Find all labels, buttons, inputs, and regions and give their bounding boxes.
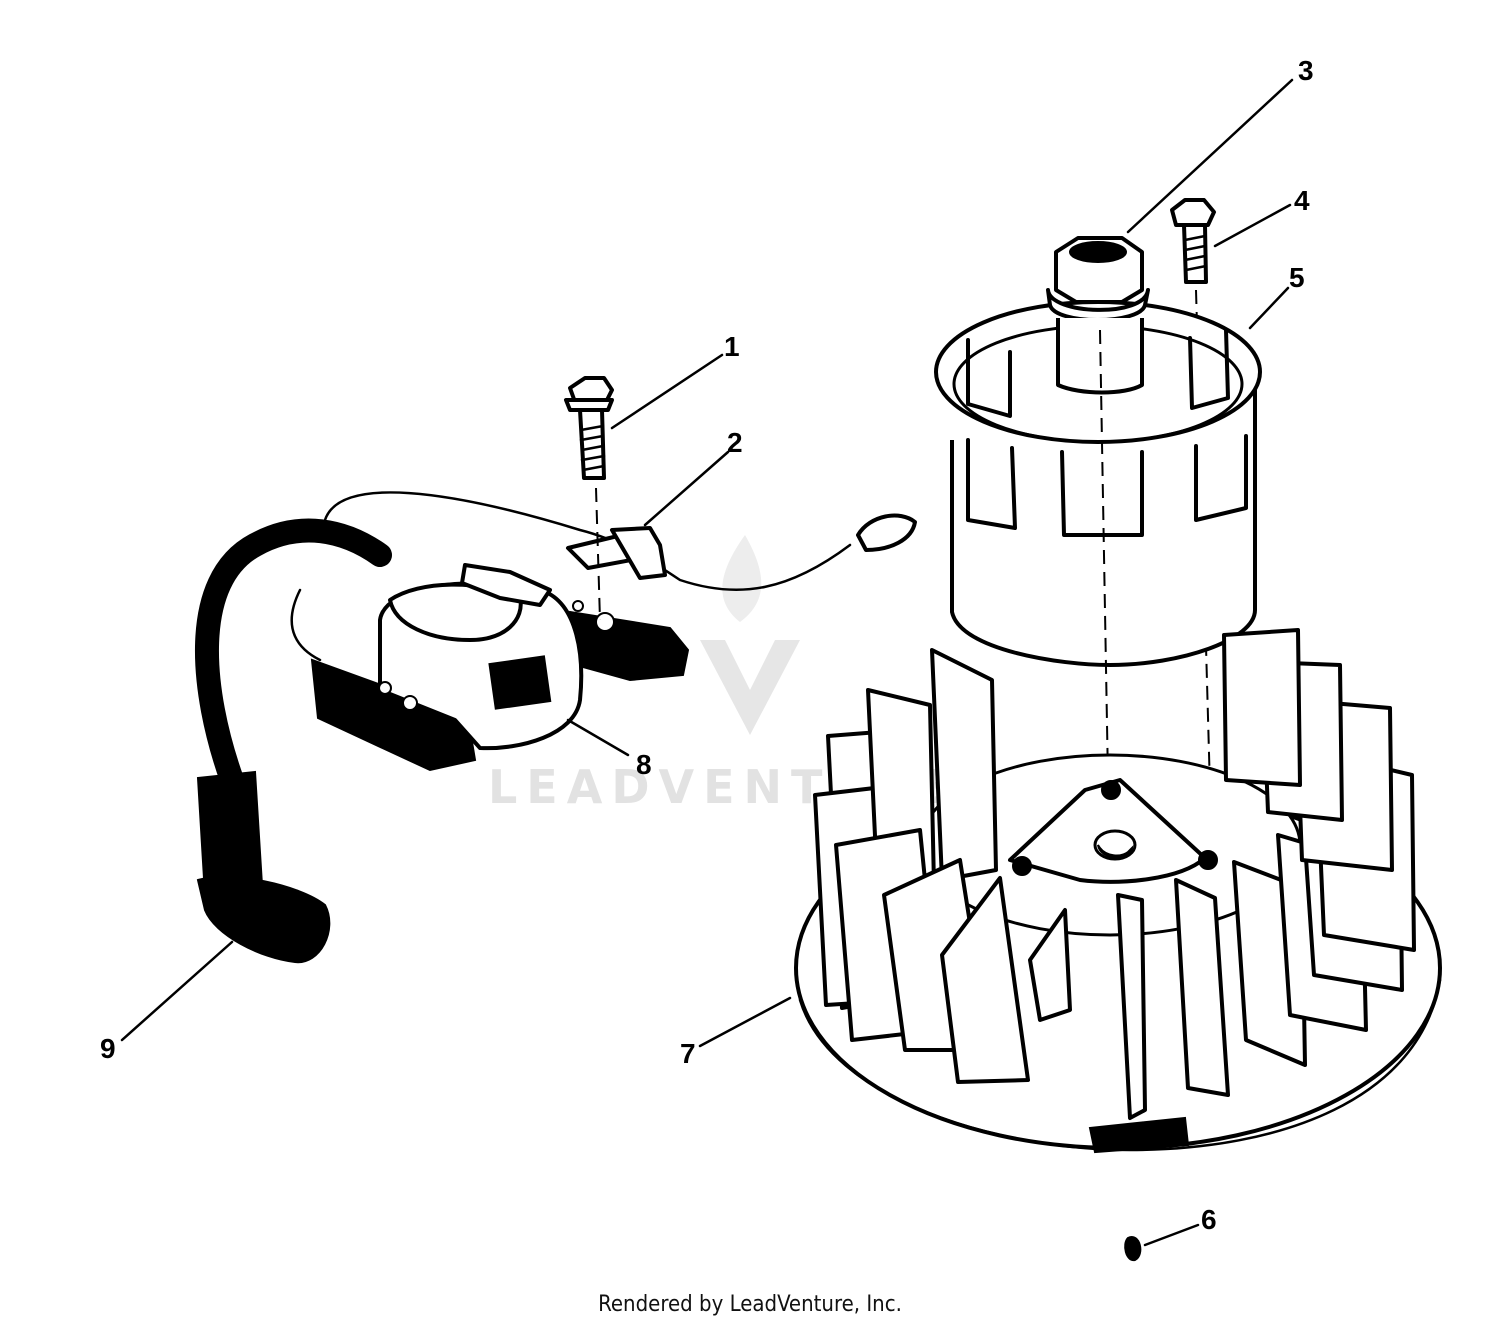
callout-3: 3 xyxy=(1298,55,1314,86)
bolt-4-head xyxy=(1170,198,1216,227)
fin xyxy=(930,648,998,882)
boot-lower xyxy=(196,875,331,964)
bolt-1-threads xyxy=(579,424,606,472)
leader-7 xyxy=(698,996,792,1048)
coil-hole-1 xyxy=(378,681,392,695)
callout-8: 8 xyxy=(636,749,652,780)
leader-3 xyxy=(1126,78,1294,234)
fin xyxy=(1222,628,1302,787)
part-8-ignition-coil xyxy=(290,491,852,772)
watermark-flame-icon xyxy=(722,535,762,622)
coil-hole-4 xyxy=(572,600,584,612)
fin xyxy=(1028,908,1072,1022)
part-6-key xyxy=(1124,1236,1142,1262)
hub-hole-2 xyxy=(1012,856,1032,876)
leader-6 xyxy=(1143,1223,1200,1247)
footer-credit: Rendered by LeadVenture, Inc. xyxy=(598,1292,902,1317)
coil-top xyxy=(388,582,523,642)
callout-7: 7 xyxy=(680,1038,696,1069)
stop-clip xyxy=(856,513,917,552)
callout-6: 6 xyxy=(1201,1204,1217,1235)
leader-9 xyxy=(120,940,234,1042)
hub-keyway xyxy=(1097,844,1134,859)
coil-hole-2 xyxy=(402,695,418,711)
callout-1: 1 xyxy=(724,331,740,362)
cup-window-3 xyxy=(1194,434,1248,522)
flywheel-fins xyxy=(813,628,1416,1120)
callout-5: 5 xyxy=(1289,262,1305,293)
part-1-bolt xyxy=(564,376,614,621)
high-tension-lead xyxy=(194,518,392,792)
bolt-4-shank xyxy=(1182,223,1208,284)
coil-label-block xyxy=(488,655,552,710)
nut-axis xyxy=(1099,329,1109,781)
coil-terminal xyxy=(460,563,552,607)
hub-hole-1 xyxy=(1101,780,1121,800)
callout-2: 2 xyxy=(727,427,743,458)
bolt-1-flange xyxy=(564,398,614,412)
cup-window-1 xyxy=(966,438,1017,530)
part-2-terminal xyxy=(566,513,917,580)
coil-hole-3 xyxy=(595,612,615,632)
terminal-tab xyxy=(610,526,667,580)
part-9-spark-plug-boot xyxy=(194,518,392,964)
part-3-nut xyxy=(1046,236,1150,781)
coil-lamination-right xyxy=(563,610,690,682)
leader-8 xyxy=(566,718,630,757)
nut-flange xyxy=(1046,288,1150,322)
leader-4 xyxy=(1213,203,1292,248)
callout-9: 9 xyxy=(100,1033,116,1064)
fin xyxy=(1116,893,1147,1120)
leader-5 xyxy=(1248,286,1290,330)
coil-wire-loop xyxy=(290,588,322,662)
callouts: 1 2 3 4 5 6 7 8 9 xyxy=(100,55,1314,1235)
fin xyxy=(940,876,1030,1084)
fin xyxy=(1174,878,1230,1097)
hub-hole-3 xyxy=(1198,850,1218,870)
nut-bore xyxy=(1069,241,1127,263)
watermark-logo-icon xyxy=(700,640,800,735)
ground-wire xyxy=(323,491,852,591)
cup-window-5 xyxy=(1188,328,1230,410)
leader-lines xyxy=(120,78,1294,1247)
callout-4: 4 xyxy=(1294,185,1310,216)
cup-window-4 xyxy=(966,338,1012,418)
flywheel-teeth xyxy=(1088,1116,1190,1154)
leader-1 xyxy=(610,353,724,430)
bolt-4-threads xyxy=(1183,234,1208,272)
bolt-1-axis xyxy=(595,487,601,621)
part-7-flywheel xyxy=(794,628,1442,1154)
leader-2 xyxy=(643,450,730,527)
